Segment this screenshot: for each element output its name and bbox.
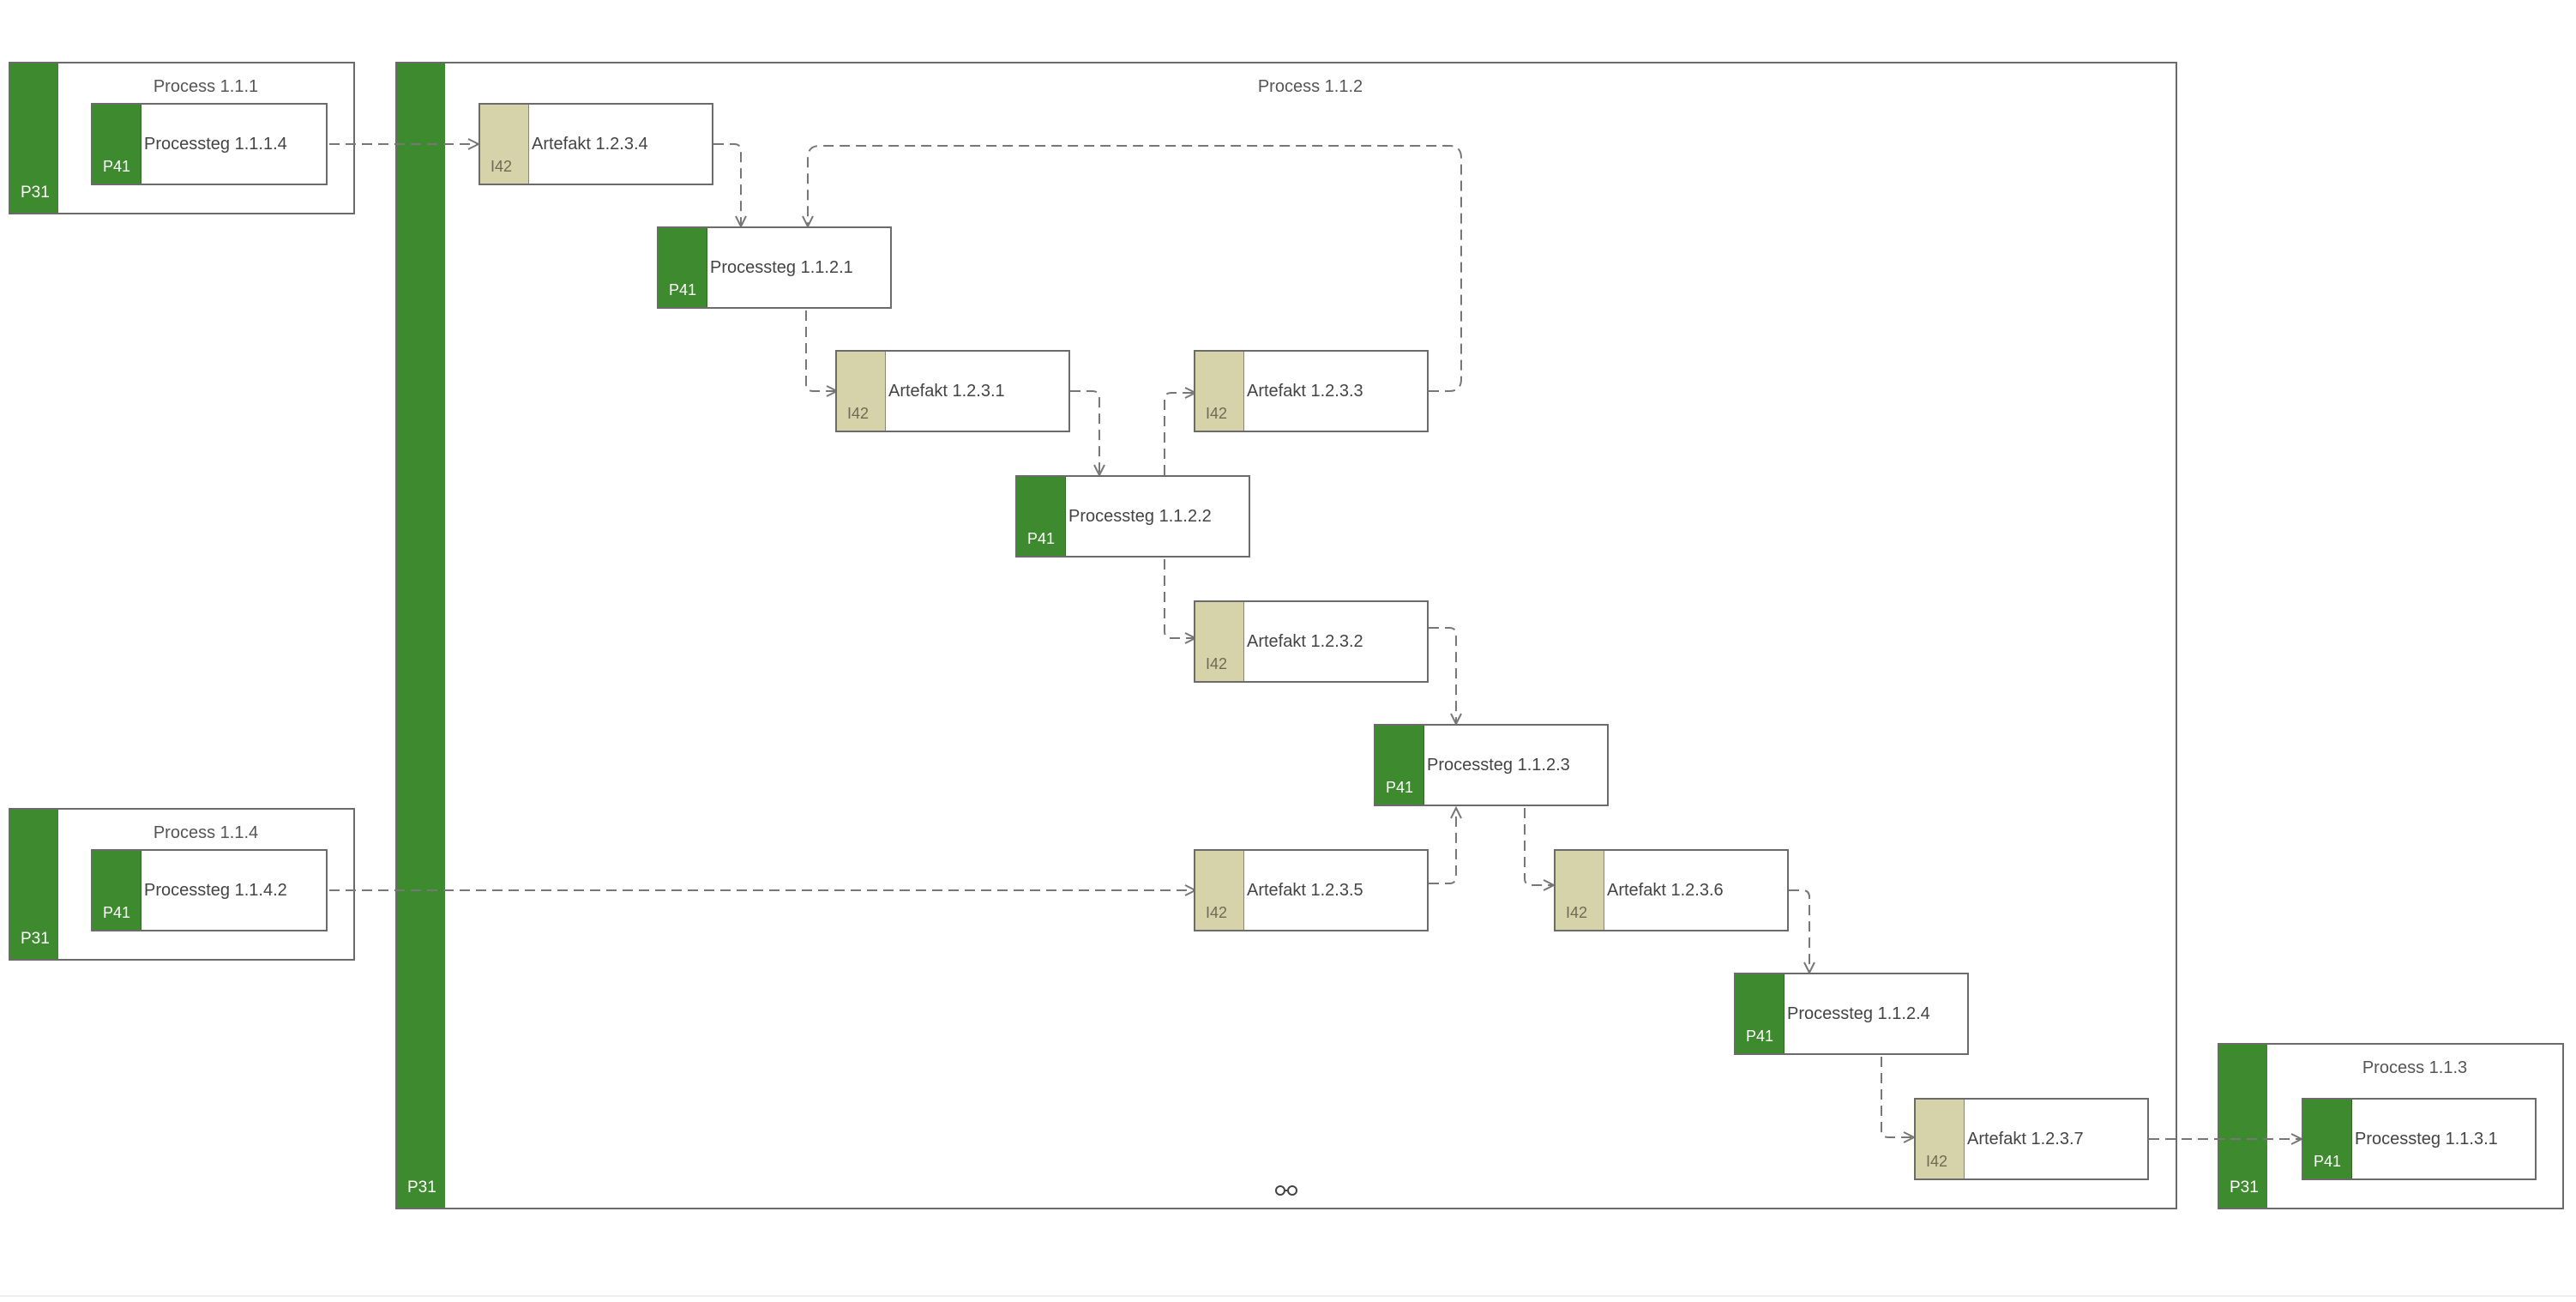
process-step-swatch: P41 xyxy=(93,105,141,184)
node-code: P41 xyxy=(103,158,131,175)
node-label: Processteg 1.1.2.4 xyxy=(1787,1004,1930,1023)
node-code: I42 xyxy=(1206,904,1228,921)
node-label: Artefakt 1.2.3.3 xyxy=(1247,381,1363,401)
artifact-swatch: I42 xyxy=(1556,851,1604,930)
node-code: I42 xyxy=(1206,655,1228,672)
artifact-swatch: I42 xyxy=(1916,1100,1965,1178)
link-icon[interactable] xyxy=(1273,1182,1300,1199)
node-code: P41 xyxy=(2314,1153,2342,1170)
artifact-swatch: I42 xyxy=(837,352,886,431)
bottom-divider xyxy=(0,1295,2576,1297)
process-step-swatch: P41 xyxy=(1375,726,1424,805)
node-label: Artefakt 1.2.3.4 xyxy=(532,134,648,154)
node-code: I42 xyxy=(1566,904,1588,921)
process-step-1-1-2-3[interactable]: P41 Processteg 1.1.2.3 xyxy=(1374,724,1609,806)
artifact-swatch: I42 xyxy=(1195,851,1244,930)
process-step-swatch: P41 xyxy=(1736,974,1785,1053)
artifact-1-2-3-5[interactable]: I42 Artefakt 1.2.3.5 xyxy=(1194,849,1429,931)
node-label: Processteg 1.1.1.4 xyxy=(144,134,287,154)
process-bar: P31 xyxy=(2219,1045,2267,1208)
process-step-1-1-2-4[interactable]: P41 Processteg 1.1.2.4 xyxy=(1734,973,1969,1055)
node-label: Artefakt 1.2.3.5 xyxy=(1247,880,1363,900)
node-label: Processteg 1.1.3.1 xyxy=(2355,1129,2498,1148)
process-bar: P31 xyxy=(397,63,445,1208)
artifact-1-2-3-1[interactable]: I42 Artefakt 1.2.3.1 xyxy=(835,350,1070,432)
node-code: I42 xyxy=(1206,405,1228,422)
process-title: Process 1.1.2 xyxy=(1257,77,1363,96)
node-label: Artefakt 1.2.3.2 xyxy=(1247,631,1363,651)
artifact-swatch: I42 xyxy=(1195,352,1244,431)
node-label: Artefakt 1.2.3.1 xyxy=(888,381,1005,401)
process-step-swatch: P41 xyxy=(93,851,141,930)
node-code: P41 xyxy=(1386,779,1414,796)
node-code: P41 xyxy=(1746,1028,1774,1045)
node-code: I42 xyxy=(1926,1153,1948,1170)
node-label: Processteg 1.1.2.3 xyxy=(1427,755,1570,775)
process-code: P31 xyxy=(407,1178,436,1197)
node-label: Artefakt 1.2.3.6 xyxy=(1607,880,1724,900)
node-code: P41 xyxy=(103,904,131,921)
node-label: Processteg 1.1.2.1 xyxy=(710,257,853,277)
process-title: Process 1.1.1 xyxy=(153,77,259,96)
process-title: Process 1.1.3 xyxy=(2362,1058,2468,1077)
process-step-1-1-4-2[interactable]: P41 Processteg 1.1.4.2 xyxy=(91,849,328,931)
process-step-1-1-2-2[interactable]: P41 Processteg 1.1.2.2 xyxy=(1015,475,1250,558)
node-label: Artefakt 1.2.3.7 xyxy=(1967,1129,2084,1148)
node-code: P41 xyxy=(669,281,697,298)
node-code: I42 xyxy=(491,158,513,175)
node-code: I42 xyxy=(847,405,870,422)
process-title: Process 1.1.4 xyxy=(153,823,259,842)
artifact-1-2-3-4[interactable]: I42 Artefakt 1.2.3.4 xyxy=(478,103,713,185)
artifact-swatch: I42 xyxy=(1195,602,1244,681)
process-step-swatch: P41 xyxy=(2303,1100,2352,1178)
process-code: P31 xyxy=(2230,1178,2259,1197)
artifact-1-2-3-2[interactable]: I42 Artefakt 1.2.3.2 xyxy=(1194,600,1429,683)
artifact-1-2-3-3[interactable]: I42 Artefakt 1.2.3.3 xyxy=(1194,350,1429,432)
artifact-swatch: I42 xyxy=(480,105,529,184)
process-bar: P31 xyxy=(10,63,58,213)
node-label: Processteg 1.1.2.2 xyxy=(1068,506,1212,526)
node-code: P41 xyxy=(1027,530,1056,547)
process-bar: P31 xyxy=(10,810,58,959)
artifact-1-2-3-7[interactable]: I42 Artefakt 1.2.3.7 xyxy=(1914,1098,2149,1180)
process-step-1-1-1-4[interactable]: P41 Processteg 1.1.1.4 xyxy=(91,103,328,185)
process-code: P31 xyxy=(21,930,50,948)
process-step-1-1-3-1[interactable]: P41 Processteg 1.1.3.1 xyxy=(2302,1098,2537,1180)
artifact-1-2-3-6[interactable]: I42 Artefakt 1.2.3.6 xyxy=(1554,849,1789,931)
process-code: P31 xyxy=(21,184,50,202)
process-step-1-1-2-1[interactable]: P41 Processteg 1.1.2.1 xyxy=(657,226,892,309)
node-label: Processteg 1.1.4.2 xyxy=(144,880,287,900)
process-step-swatch: P41 xyxy=(659,228,707,307)
process-step-swatch: P41 xyxy=(1017,477,1066,556)
